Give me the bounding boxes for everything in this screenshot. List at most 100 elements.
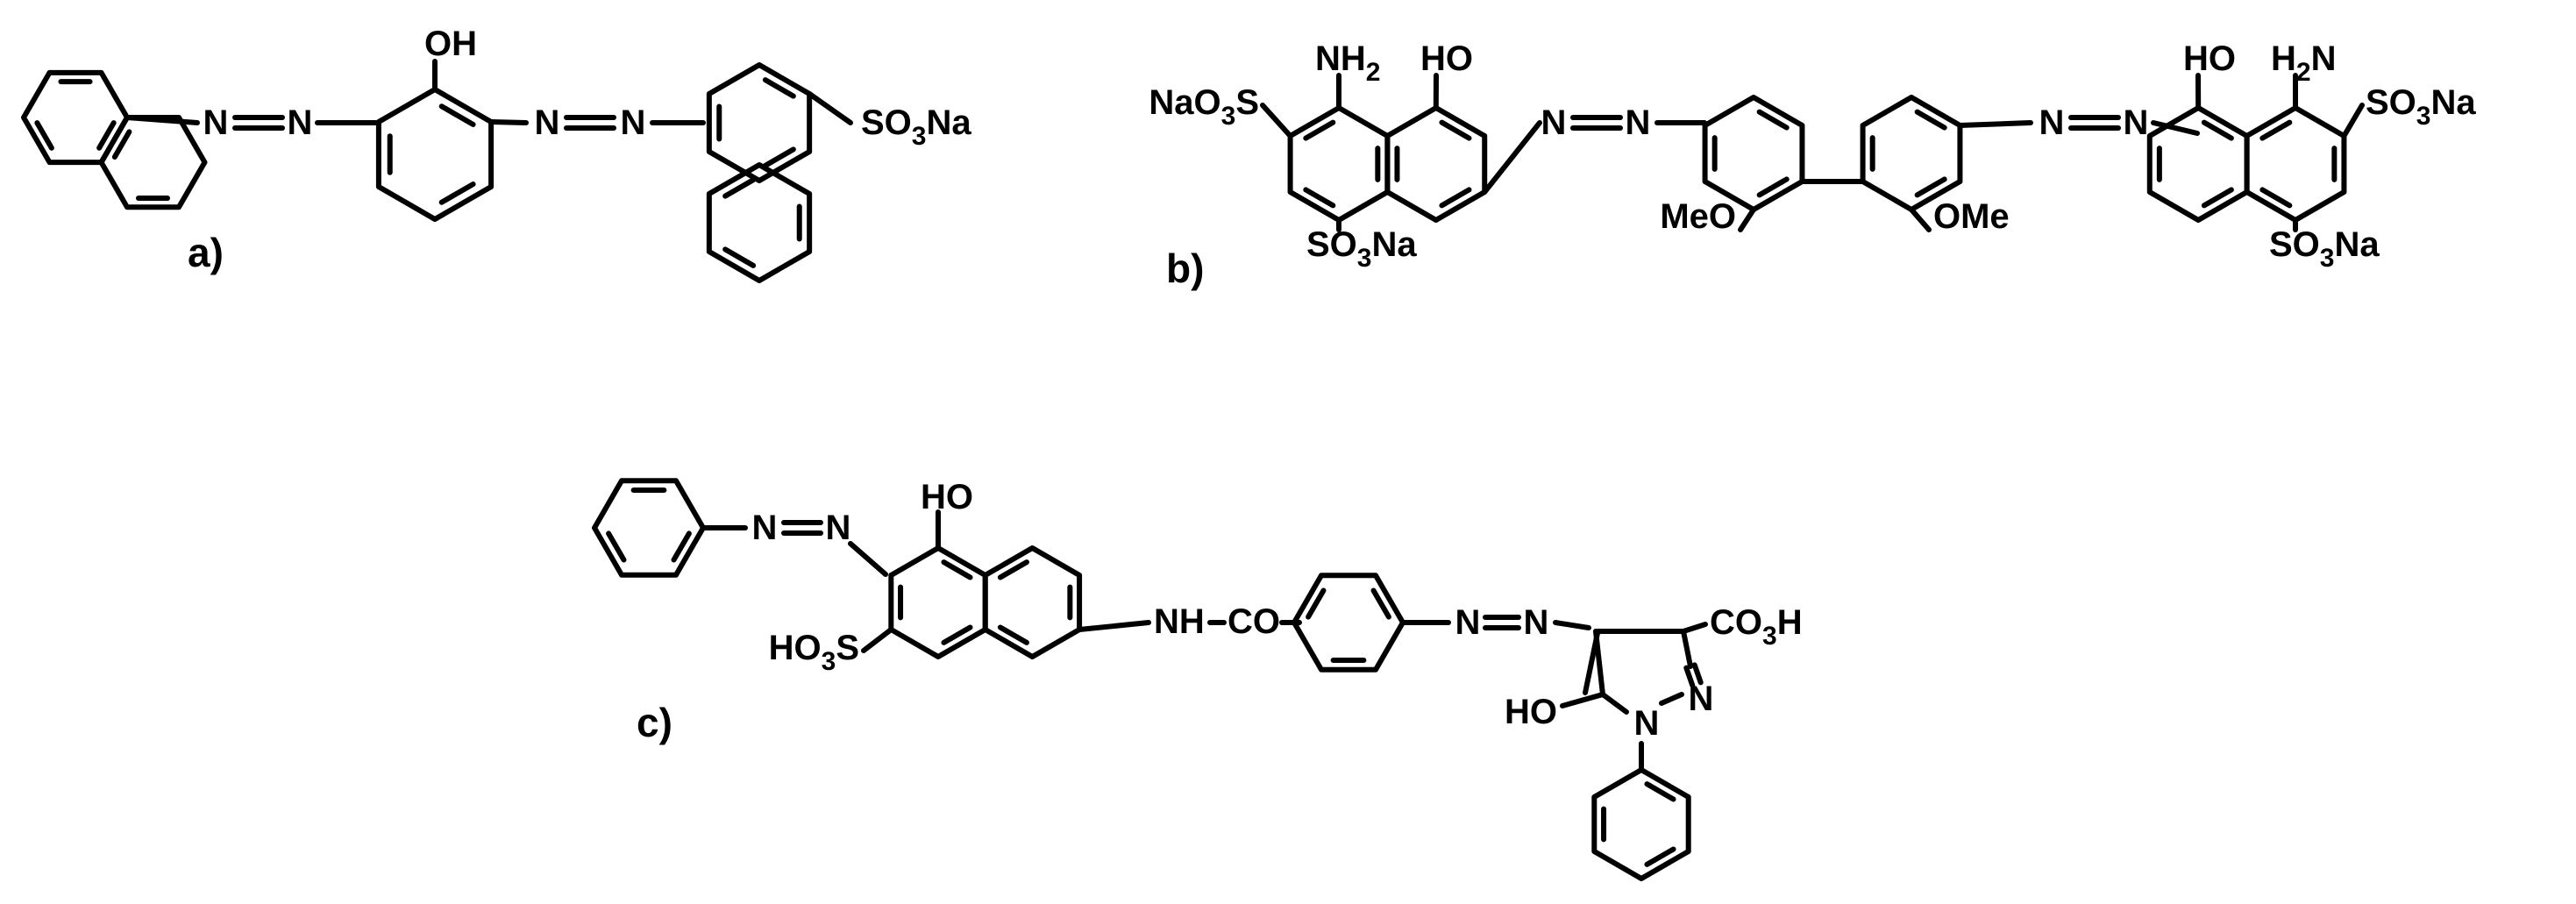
azo-nitrogen: N [1524, 603, 1549, 642]
ring-inner-double-bond [2201, 187, 2234, 209]
bond-line [1583, 630, 1600, 695]
ring-inner-double-bond [1439, 187, 1472, 209]
ring-inner-double-bond [34, 120, 54, 151]
ring-inner-double-bond [1914, 109, 1947, 131]
bond-line [1482, 120, 1542, 195]
hydroxyl-group: HO [2183, 39, 2236, 78]
ring-inner-double-bond [1439, 119, 1472, 141]
ring-inner-double-bond [96, 120, 117, 151]
sulfonate-group: SO3Na [2269, 225, 2380, 273]
bond-line [807, 91, 853, 125]
amino-group: NH2 [1315, 39, 1380, 87]
structure-b-bonds [1260, 73, 2365, 232]
azo-nitrogen: N [621, 103, 646, 142]
naphthalene-ring [1384, 105, 1488, 223]
ring-inner-double-bond [941, 559, 973, 580]
bond-line [861, 627, 894, 653]
azo-nitrogen: N [2124, 103, 2149, 142]
benzene-ring [592, 478, 706, 578]
sulfonic-acid-group: HO3S [769, 629, 859, 676]
ring-inner-double-bond [606, 530, 627, 563]
ring-inner-double-bond [1644, 846, 1676, 867]
carbonyl-group: CO [1228, 602, 1280, 641]
ring-inner-double-bond [2259, 187, 2293, 209]
ring-inner-double-bond [722, 177, 757, 199]
ring-inner-double-bond [111, 129, 132, 160]
bond-line [488, 119, 529, 125]
bond-line [2341, 103, 2365, 139]
ring-inner-double-bond [762, 146, 796, 168]
hydroxyl-group: HO [921, 478, 973, 516]
ring-inner-double-bond [438, 182, 476, 205]
azo-nitrogen: N [2039, 103, 2065, 142]
hydroxyl-group: OH [424, 25, 477, 63]
bond-line [1659, 692, 1684, 706]
hydroxyl-group: HO [1505, 693, 1557, 731]
carboxylic-acid-group: CO3H [1710, 603, 1803, 651]
bond-line [1560, 692, 1605, 708]
azo-nitrogen: N [535, 103, 560, 142]
naphthalene-ring [706, 162, 813, 283]
pyrazole-nitrogen: N [1689, 680, 1714, 718]
bond-line [848, 541, 888, 577]
azo-nitrogen: N [203, 103, 229, 142]
naphthalene-ring [98, 115, 208, 210]
ring-inner-double-bond [941, 624, 973, 645]
ring-inner-double-bond [1644, 781, 1676, 802]
bond-line [1600, 692, 1629, 715]
azo-nitrogen: N [1626, 103, 1651, 142]
naphthalene-ring [888, 545, 988, 659]
ring-inner-double-bond [1370, 587, 1391, 620]
pyrazole-nitrogen: N [1634, 704, 1660, 743]
ring-inner-double-bond [762, 77, 796, 99]
ring-inner-double-bond [997, 624, 1029, 645]
bond-line [1681, 629, 1693, 669]
structure-a-bonds [21, 59, 853, 283]
ring-inner-double-bond [1306, 587, 1327, 620]
methoxy-group: MeO [1660, 197, 1736, 236]
sulfonate-group: SO3Na [1306, 225, 1417, 273]
benzene-ring [1702, 95, 1805, 212]
structure-c-bonds [592, 478, 1708, 881]
azo-nitrogen: N [1455, 603, 1481, 642]
bond-line [1738, 207, 1756, 232]
ring-inner-double-bond [671, 530, 692, 563]
naphthalene-ring [1287, 105, 1391, 223]
bond-line [1909, 207, 1932, 232]
structure-b-label: b) [1166, 246, 1204, 291]
naphthalene-ring [2244, 105, 2347, 223]
azo-nitrogen: N [1541, 103, 1567, 142]
benzene-ring [1591, 767, 1691, 881]
ring-inner-double-bond [2201, 119, 2234, 141]
amino-group: H2N [2271, 39, 2336, 87]
naphthalene-ring [2146, 105, 2250, 223]
ring-double-bond [1683, 665, 1696, 688]
ring-inner-double-bond [2259, 119, 2293, 141]
ring-inner-double-bond [722, 246, 757, 268]
bond-line [125, 115, 200, 125]
ring-inner-double-bond [1756, 176, 1790, 198]
benzene-ring [375, 87, 495, 222]
ring-inner-double-bond [1914, 176, 1947, 198]
bond-line [1260, 103, 1293, 139]
ring-inner-double-bond [1303, 119, 1336, 141]
bond-line [1957, 120, 2033, 128]
benzene-ring [1292, 573, 1405, 673]
ring-inner-double-bond [1756, 109, 1790, 131]
ring-inner-double-bond [438, 103, 476, 127]
ring-double-bond [1691, 662, 1704, 686]
benzene-ring [1860, 95, 1963, 212]
sulfonate-group: SO3Na [2366, 83, 2476, 131]
methoxy-group: OMe [1933, 197, 2010, 236]
bond-line [1681, 622, 1708, 634]
bond-line [2151, 120, 2200, 136]
amide-nh: NH [1154, 602, 1205, 641]
azo-nitrogen: N [826, 509, 851, 547]
